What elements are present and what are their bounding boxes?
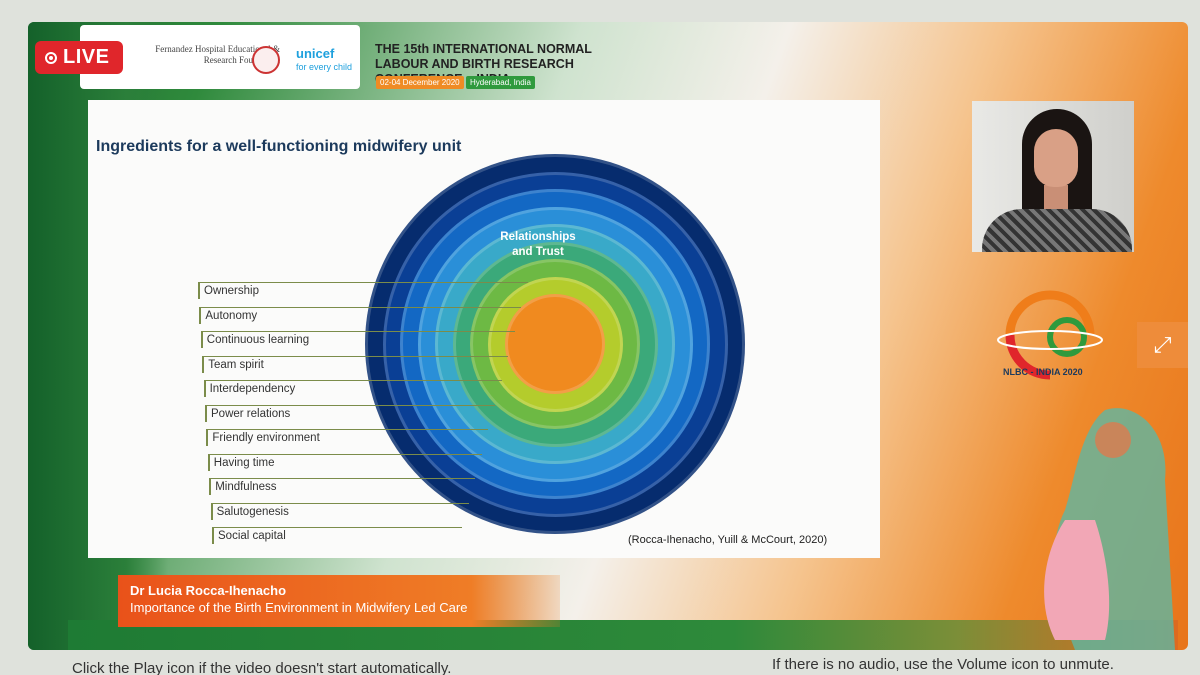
ring-label: Salutogenesis — [210, 503, 289, 520]
label-connector — [210, 502, 469, 504]
label-connector — [202, 355, 509, 357]
live-label: LIVE — [63, 46, 110, 68]
slide-title: Ingredients for a well-functioning midwi… — [96, 138, 462, 155]
ring-label: Interdependency — [203, 381, 295, 397]
nlbc-logo: NLBC - INDIA 2020 — [997, 290, 1103, 380]
label-connector — [209, 478, 476, 479]
expand-button[interactable]: ⤢ — [1137, 322, 1188, 368]
slide-citation: (Rocca-Ihenacho, Yuill & McCourt, 2020) — [628, 534, 828, 546]
ring-label: Team spirit — [202, 356, 264, 373]
unicef-tagline: for every child — [296, 62, 353, 72]
ring-label: Ownership — [198, 283, 259, 299]
live-badge: LIVE — [35, 41, 123, 74]
core-label: Relationships and Trust — [500, 231, 576, 258]
ring-label: Power relations — [205, 405, 290, 422]
ring-label: Having time — [207, 454, 275, 471]
hospital-name: Fernandez Hospital Educational & Researc… — [155, 44, 280, 65]
ring-label: Continuous learning — [200, 332, 309, 348]
play-hint: Click the Play icon if the video doesn't… — [72, 660, 452, 675]
label-connector — [206, 429, 489, 430]
conference-city: Hyderabad, India — [466, 76, 535, 89]
unicef-logo: unicef — [296, 46, 335, 61]
label-connector — [200, 331, 515, 332]
sponsor-card — [80, 25, 360, 89]
label-connector — [207, 453, 482, 455]
talk-title: Importance of the Birth Environment in M… — [130, 600, 468, 615]
label-connector — [203, 380, 502, 381]
speaker-lower-third — [118, 575, 560, 627]
ring-label: Autonomy — [199, 307, 257, 324]
core-circle — [505, 294, 605, 394]
ring-label: Mindfulness — [209, 479, 277, 495]
live-dot-icon — [45, 51, 57, 64]
expand-icon[interactable]: ⤢ — [1153, 332, 1172, 357]
speaker-webcam — [972, 101, 1134, 252]
pregnant-woman-illustration — [1044, 408, 1175, 650]
conference-dates: 02-04 December 2020 — [376, 76, 464, 89]
speaker-face — [1034, 129, 1078, 187]
ring-label: Social capital — [212, 528, 286, 544]
nlbc-logo-text: NLBC - INDIA 2020 — [1003, 367, 1083, 377]
label-connector — [212, 527, 462, 528]
seal-icon — [252, 46, 280, 74]
label-connector — [205, 404, 495, 406]
label-connector — [198, 282, 528, 283]
speaker-name: Dr Lucia Rocca-Ihenacho — [130, 583, 287, 598]
label-connector — [199, 306, 522, 308]
ring-label: Friendly environment — [206, 430, 320, 446]
concentric-rings-diagram — [360, 154, 750, 534]
presentation-slide: Ingredients for a well-functioning midwi… — [88, 100, 880, 558]
audio-hint: If there is no audio, use the Volume ico… — [772, 656, 1114, 673]
